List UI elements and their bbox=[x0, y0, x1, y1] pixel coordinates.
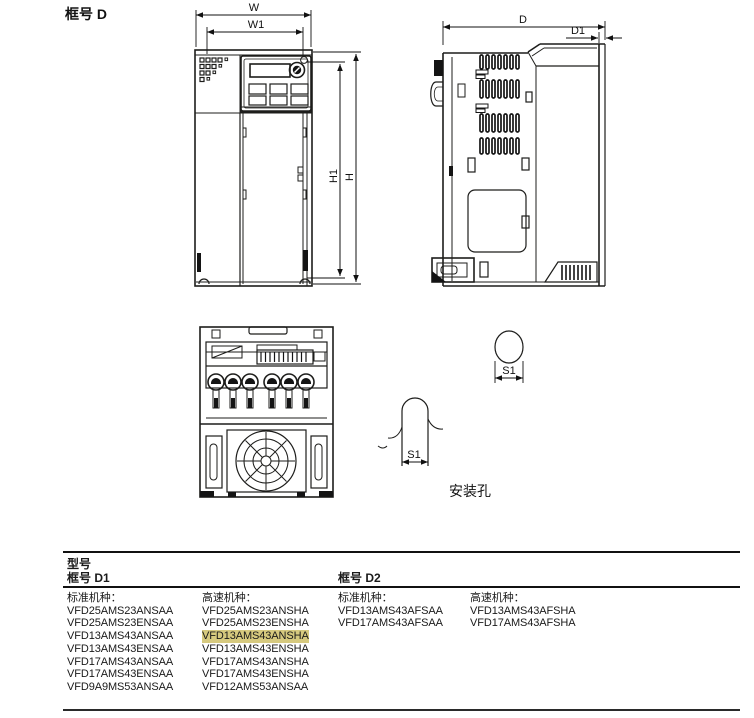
brand-dot-logo bbox=[199, 57, 229, 83]
table-bottom-rule bbox=[63, 709, 740, 712]
front-mount-hole bbox=[300, 56, 308, 64]
highlighted-model: VFD13AMS43ANSHA bbox=[202, 630, 309, 643]
model-item: VFD9A9MS53ANSAA bbox=[67, 680, 174, 693]
model-item: VFD25AMS23ANSHA bbox=[202, 604, 309, 617]
mounting-hole-slot-detail: S1 bbox=[377, 397, 444, 466]
model-item: VFD17AMS43AFSAA bbox=[338, 617, 443, 630]
dimension-drawings: W W1 bbox=[194, 2, 622, 499]
d2-standard-column: 标准机种： VFD13AMS43AFSAA VFD17AMS43AFSAA bbox=[338, 592, 443, 630]
d1-standard-column: 标准机种： VFD25AMS23ANSAA VFD25AMS23ENSAA VF… bbox=[67, 592, 173, 694]
page-title: 框号 D bbox=[65, 6, 107, 22]
keypad-knob bbox=[288, 61, 306, 79]
d1-highspeed-column: 高速机种： VFD25AMS23ANSHA VFD25AMS23ENSHA VF… bbox=[202, 592, 309, 694]
keypad-buttons bbox=[248, 83, 309, 106]
model-item: VFD17AMS43ANSAA bbox=[67, 655, 174, 668]
keypad bbox=[240, 55, 312, 113]
model-item: VFD17AMS43AFSHA bbox=[470, 617, 576, 630]
model-item: VFD13AMS43AFSAA bbox=[338, 604, 443, 617]
mounting-hole-circle-detail: S1 bbox=[494, 330, 524, 383]
side-access-panel bbox=[467, 189, 527, 253]
vent-slots bbox=[475, 54, 520, 155]
dim-label-w1: W1 bbox=[248, 19, 265, 31]
dim-label-w: W bbox=[249, 2, 260, 14]
control-terminal-strip bbox=[256, 344, 314, 365]
keypad-display bbox=[249, 63, 291, 78]
model-item: VFD13AMS43ANSAA bbox=[67, 630, 174, 643]
dim-label-h1: H1 bbox=[328, 169, 340, 183]
bottom-view-drawing bbox=[199, 326, 334, 498]
table-top-rule bbox=[63, 551, 740, 554]
dim-label-d1: D1 bbox=[571, 25, 585, 37]
dim-label-s1-top: S1 bbox=[502, 365, 515, 377]
frame-d2-label: 框号 D2 bbox=[338, 571, 381, 585]
front-feet bbox=[196, 250, 311, 285]
model-item: VFD25AMS23ENSHA bbox=[202, 617, 309, 630]
table-title: 型号 bbox=[67, 557, 92, 571]
model-item: VFD25AMS23ENSAA bbox=[67, 617, 174, 630]
column-header: 标准机种： bbox=[338, 592, 393, 604]
frame-d1-label: 框号 D1 bbox=[67, 571, 110, 585]
front-view-drawing: W W1 bbox=[194, 2, 361, 287]
dim-label-d: D bbox=[519, 14, 527, 26]
cooling-fan bbox=[205, 429, 328, 493]
model-item: VFD12AMS53ANSAA bbox=[202, 680, 309, 693]
model-item: VFD13AMS43ENSAA bbox=[67, 642, 174, 655]
power-terminals bbox=[200, 373, 333, 425]
table-header-rule bbox=[63, 586, 740, 588]
column-header: 高速机种： bbox=[202, 592, 257, 604]
model-item: VFD17AMS43ENSHA bbox=[202, 668, 309, 681]
model-item: VFD25AMS23ANSAA bbox=[67, 604, 174, 617]
model-item: VFD17AMS43ANSHA bbox=[202, 655, 309, 668]
dim-label-s1-slot: S1 bbox=[407, 449, 420, 461]
side-view-drawing: D D1 bbox=[430, 14, 622, 287]
mounting-holes-caption: 安装孔 bbox=[449, 483, 491, 499]
model-item: VFD13AMS43AFSHA bbox=[470, 604, 576, 617]
side-feet bbox=[431, 257, 599, 283]
d2-highspeed-column: 高速机种： VFD13AMS43AFSHA VFD17AMS43AFSHA bbox=[470, 592, 576, 630]
column-header: 标准机种： bbox=[67, 592, 122, 604]
dim-label-h: H bbox=[344, 173, 356, 181]
column-header: 高速机种： bbox=[470, 592, 525, 604]
model-item: VFD13AMS43ENSHA bbox=[202, 642, 309, 655]
model-item: VFD17AMS43ENSAA bbox=[67, 668, 174, 681]
